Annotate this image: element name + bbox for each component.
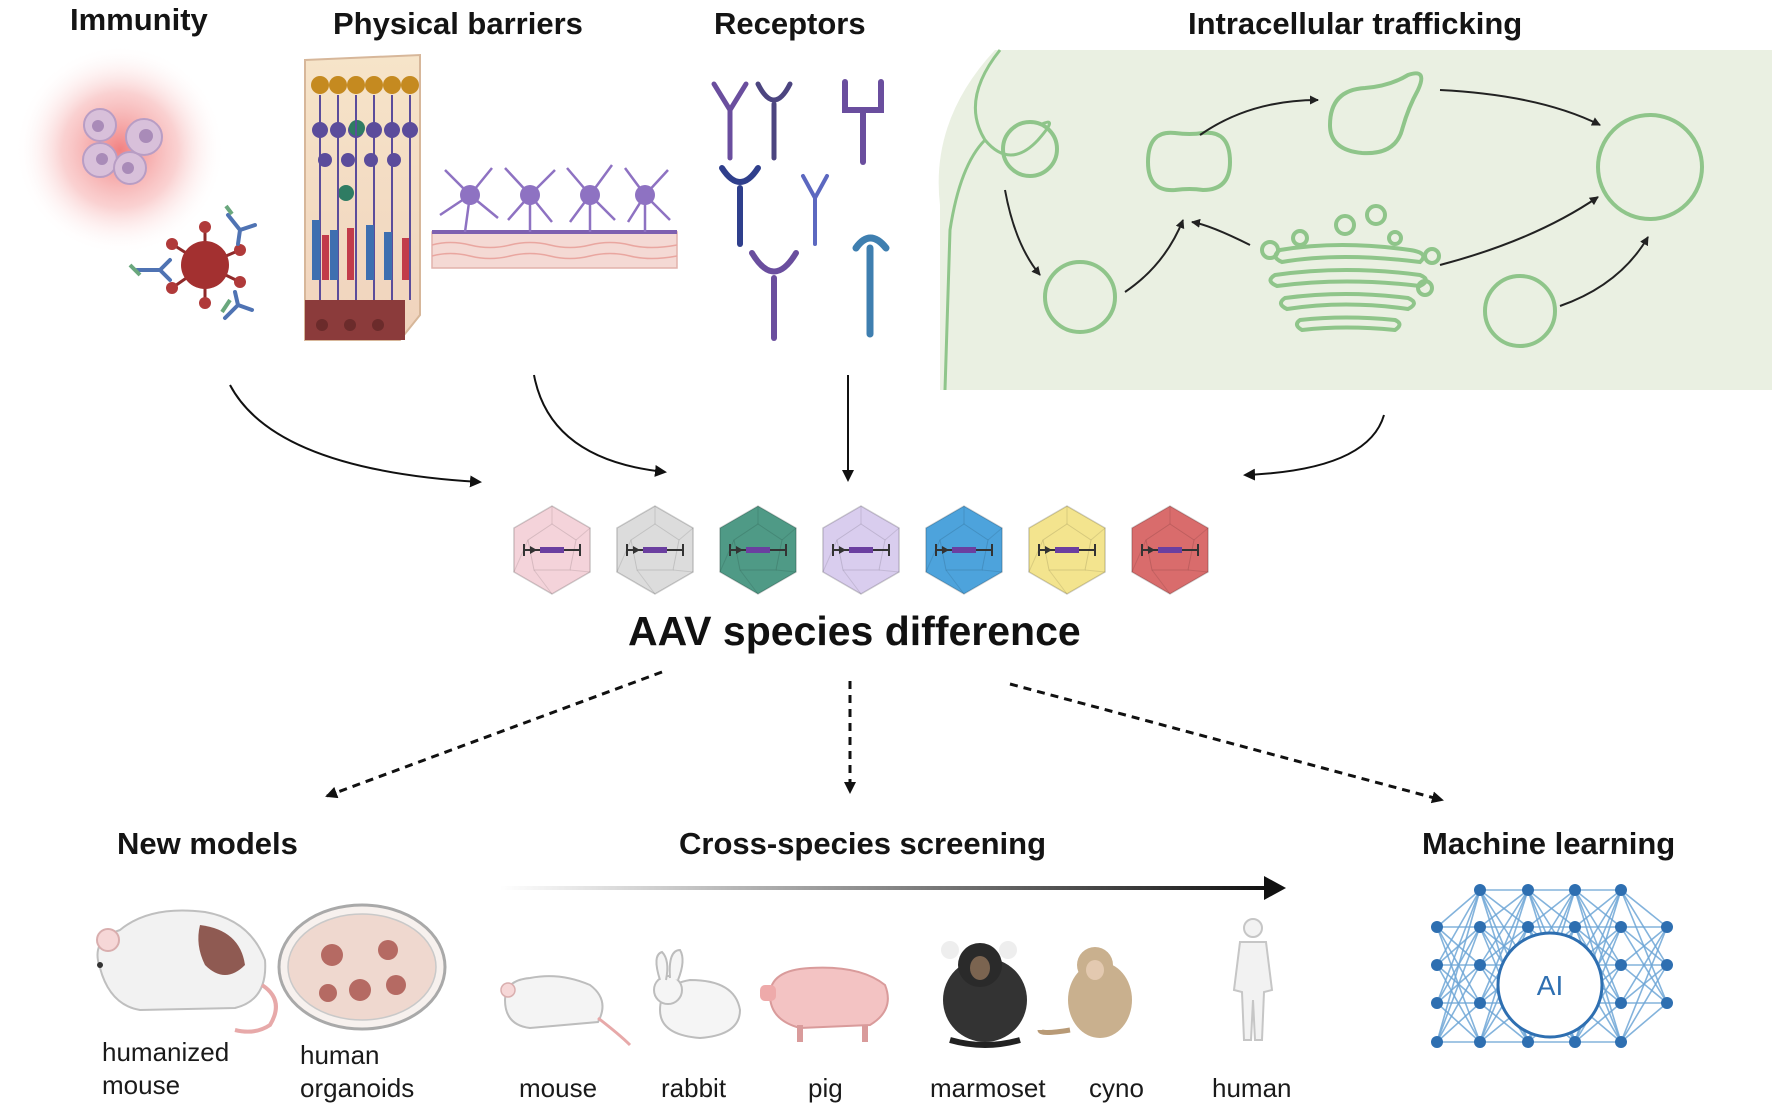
heading-immunity: Immunity [70, 2, 208, 37]
physical-barriers-illustration [304, 53, 678, 341]
heading-physical-barriers: Physical barriers [333, 6, 583, 41]
model-label-mouse: mouse [102, 1070, 181, 1100]
receptors-illustration [711, 79, 890, 341]
model-label-human: human [300, 1040, 380, 1070]
receptor-icon [711, 81, 749, 161]
receptor-icon [801, 174, 829, 246]
species-label-cyno: cyno [1089, 1073, 1144, 1103]
aav-capsid-icon [1131, 505, 1209, 595]
golgi-icon [1260, 204, 1441, 333]
aav-capsid-icon [822, 505, 900, 595]
virus-antibody-icon [128, 204, 257, 320]
heading-receptors: Receptors [714, 6, 866, 41]
species-label-rabbit: rabbit [661, 1073, 727, 1103]
aav-capsid-icon [616, 505, 694, 595]
receptor-icon [749, 250, 799, 341]
endothelium-astrocytes-icon [431, 164, 678, 269]
neural-network-icon: AI [1431, 884, 1673, 1048]
fusing-endosome-icon [1145, 130, 1233, 193]
cyno-icon [1037, 947, 1132, 1038]
heading-cross-species-screening: Cross-species screening [679, 826, 1047, 861]
mouse-icon [500, 975, 632, 1047]
receptor-icon [852, 234, 890, 338]
arrow-to-machine-learning [1009, 682, 1444, 804]
late-endosome-icon [1327, 71, 1424, 156]
model-label-humanized: humanized [102, 1037, 230, 1067]
marmoset-icon [941, 941, 1027, 1048]
species-gradient-arrow [500, 876, 1286, 900]
heading-intracellular-trafficking: Intracellular trafficking [1188, 6, 1523, 41]
input-arrows [229, 374, 1385, 488]
arrow-intracellular-trafficking [1243, 414, 1385, 481]
capsid-row [513, 505, 1209, 595]
retina-tissue-icon [304, 53, 421, 341]
species-label-marmoset: marmoset [930, 1073, 1046, 1103]
receptor-icon [755, 81, 793, 161]
ai-label: AI [1537, 970, 1563, 1001]
arrow-physical-barriers [533, 374, 667, 477]
heading-new-models: New models [117, 826, 298, 861]
receptor-icon [842, 79, 884, 165]
nucleus-icon [1596, 113, 1704, 221]
arrow-immunity [229, 384, 482, 488]
aav-capsid-icon [1028, 505, 1106, 595]
endocytic-vesicle-icon [1001, 120, 1059, 178]
pig-icon [760, 966, 889, 1042]
immune-cells-icon [82, 108, 163, 185]
humanized-mouse-icon [96, 909, 278, 1034]
arrow-to-new-models [325, 670, 663, 799]
species-label-human: human [1212, 1073, 1292, 1103]
aav-capsid-icon [719, 505, 797, 595]
receptor-icon [719, 165, 761, 247]
species-label-mouse: mouse [519, 1073, 598, 1103]
output-arrows [325, 670, 1444, 804]
immunity-illustration [15, 45, 257, 320]
intracellular-trafficking-illustration [938, 49, 1772, 391]
human-icon [1232, 918, 1274, 1041]
aav-capsid-icon [925, 505, 1003, 595]
center-title: AAV species difference [628, 608, 1081, 654]
model-label-organoids: organoids [300, 1073, 415, 1103]
aav-capsid-icon [513, 505, 591, 595]
early-endosome-icon [1043, 260, 1117, 334]
heading-machine-learning: Machine learning [1422, 826, 1676, 861]
organoid-dish-icon [277, 903, 447, 1031]
rabbit-icon [653, 948, 742, 1040]
vesicle-icon [1483, 274, 1557, 348]
species-label-pig: pig [808, 1073, 843, 1103]
